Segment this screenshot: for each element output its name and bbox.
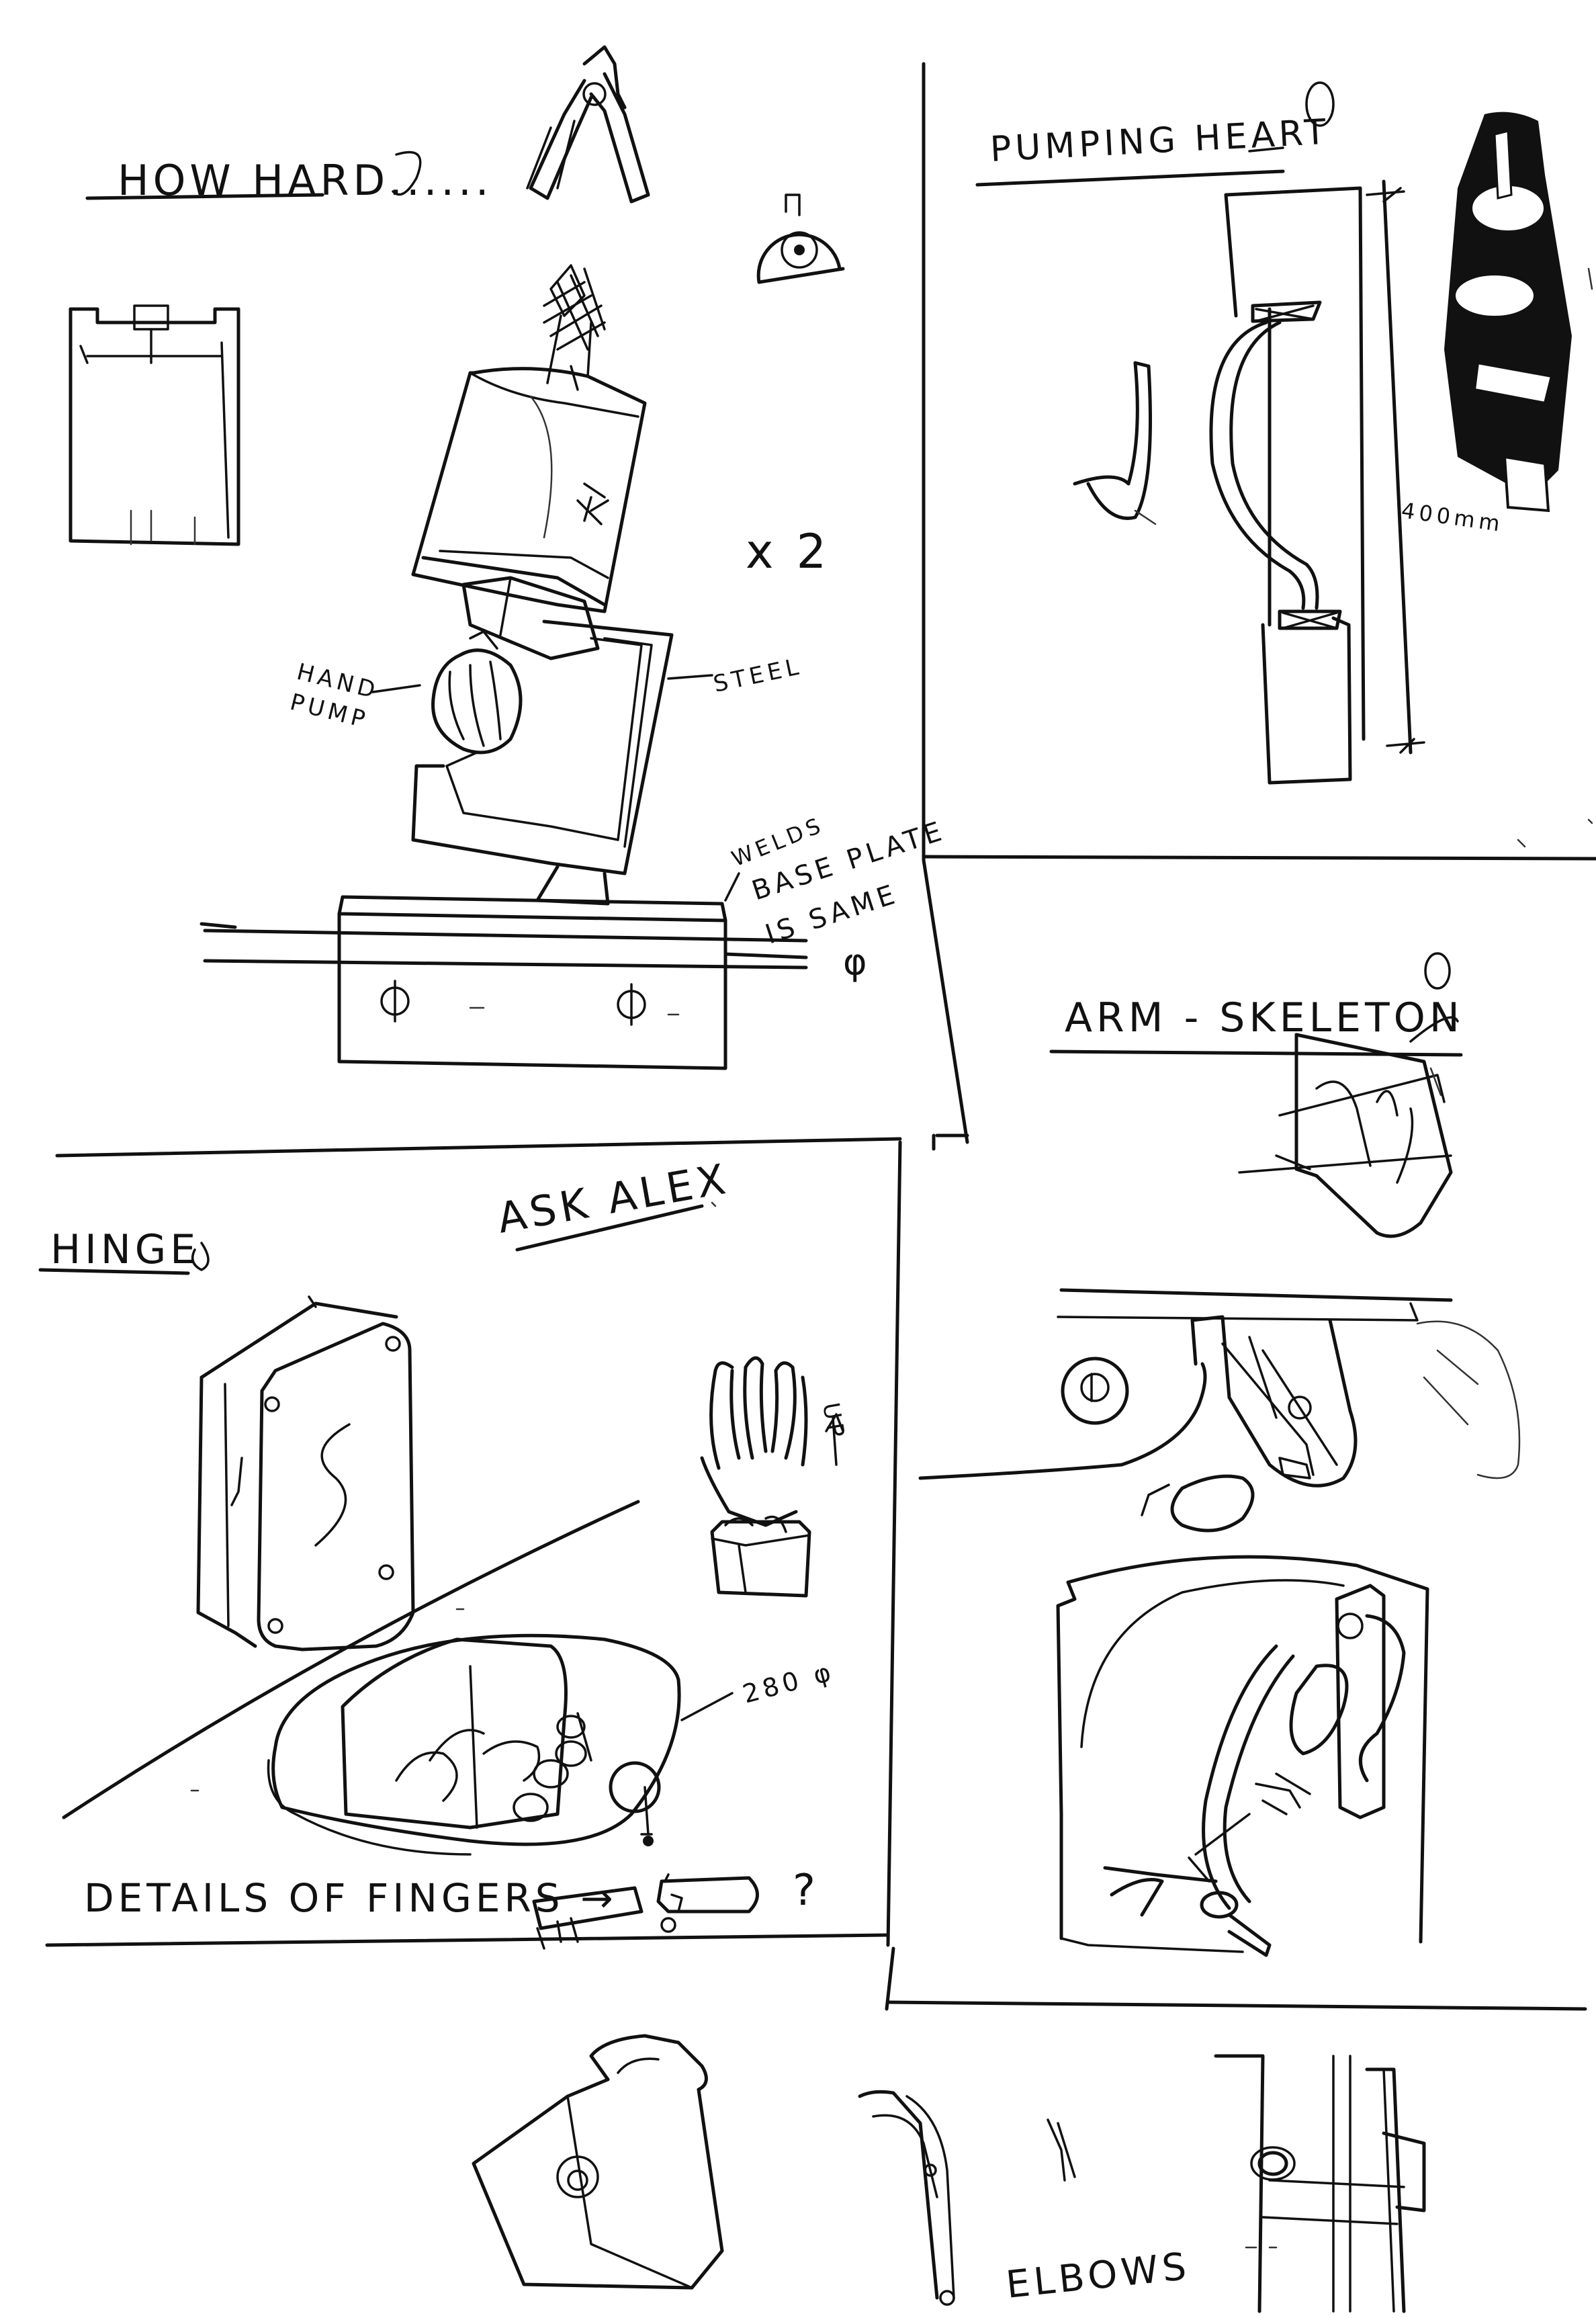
pliers-sketch [526,45,650,204]
arm-skeleton-box-sketch [1238,1016,1459,1238]
label-hinge: HINGE [50,1226,200,1273]
finger-base-sketch [267,1633,681,1856]
label-280: 280 φ [740,1656,838,1709]
panel-pumping-heart: PUMPING HEART 400mm [975,81,1572,785]
label-question: ? [793,1866,819,1916]
gauge-sketch [756,194,845,284]
table-plane-line [62,1500,640,1819]
finger-detail-sketch [532,1873,759,1950]
pump-sculpture-sketch [411,264,674,906]
label-ask-alex: ASK ALEX [494,1154,733,1242]
label-pumping-heart: PUMPING HEART [989,112,1331,170]
curved-bar-sketch [858,2090,1076,2306]
label-phi: φ [843,941,871,983]
label-steel: STEEL [711,653,805,698]
panel-how-hard: HOW HARD...... [69,45,949,1070]
hinge-box-sketch [196,1295,415,1651]
container-sketch [69,304,240,546]
stray-marks [1517,267,1593,848]
label-400mm: 400mm [1400,497,1505,537]
label-elbows: ELBOWS [1004,2245,1192,2307]
panel-dividers [45,62,1596,2011]
label-arm-skeleton: ARM - SKELETON [1065,994,1464,1041]
panel-hinge: ASK ALEX HINGE [38,1154,850,1950]
base-plate-sketch [200,895,808,1070]
elbow-underside-sketch [918,1288,1521,1533]
panel-elbows: ELBOWS [472,2034,1426,2313]
label-x2: x 2 [746,524,830,579]
folded-plate-sketch [472,2034,724,2290]
dark-shaded-sketch [1444,112,1572,513]
panel-arm-skeleton: ARM - SKELETON [918,952,1521,1957]
glove-sketch [700,1356,811,1598]
elbow-plate-sketch [1056,1555,1429,1957]
heart-frame-sketch [1073,179,1425,785]
rails-ring-sketch [1214,2054,1426,2313]
label-details-of-fingers: DETAILS OF FINGERS → [84,1875,617,1921]
